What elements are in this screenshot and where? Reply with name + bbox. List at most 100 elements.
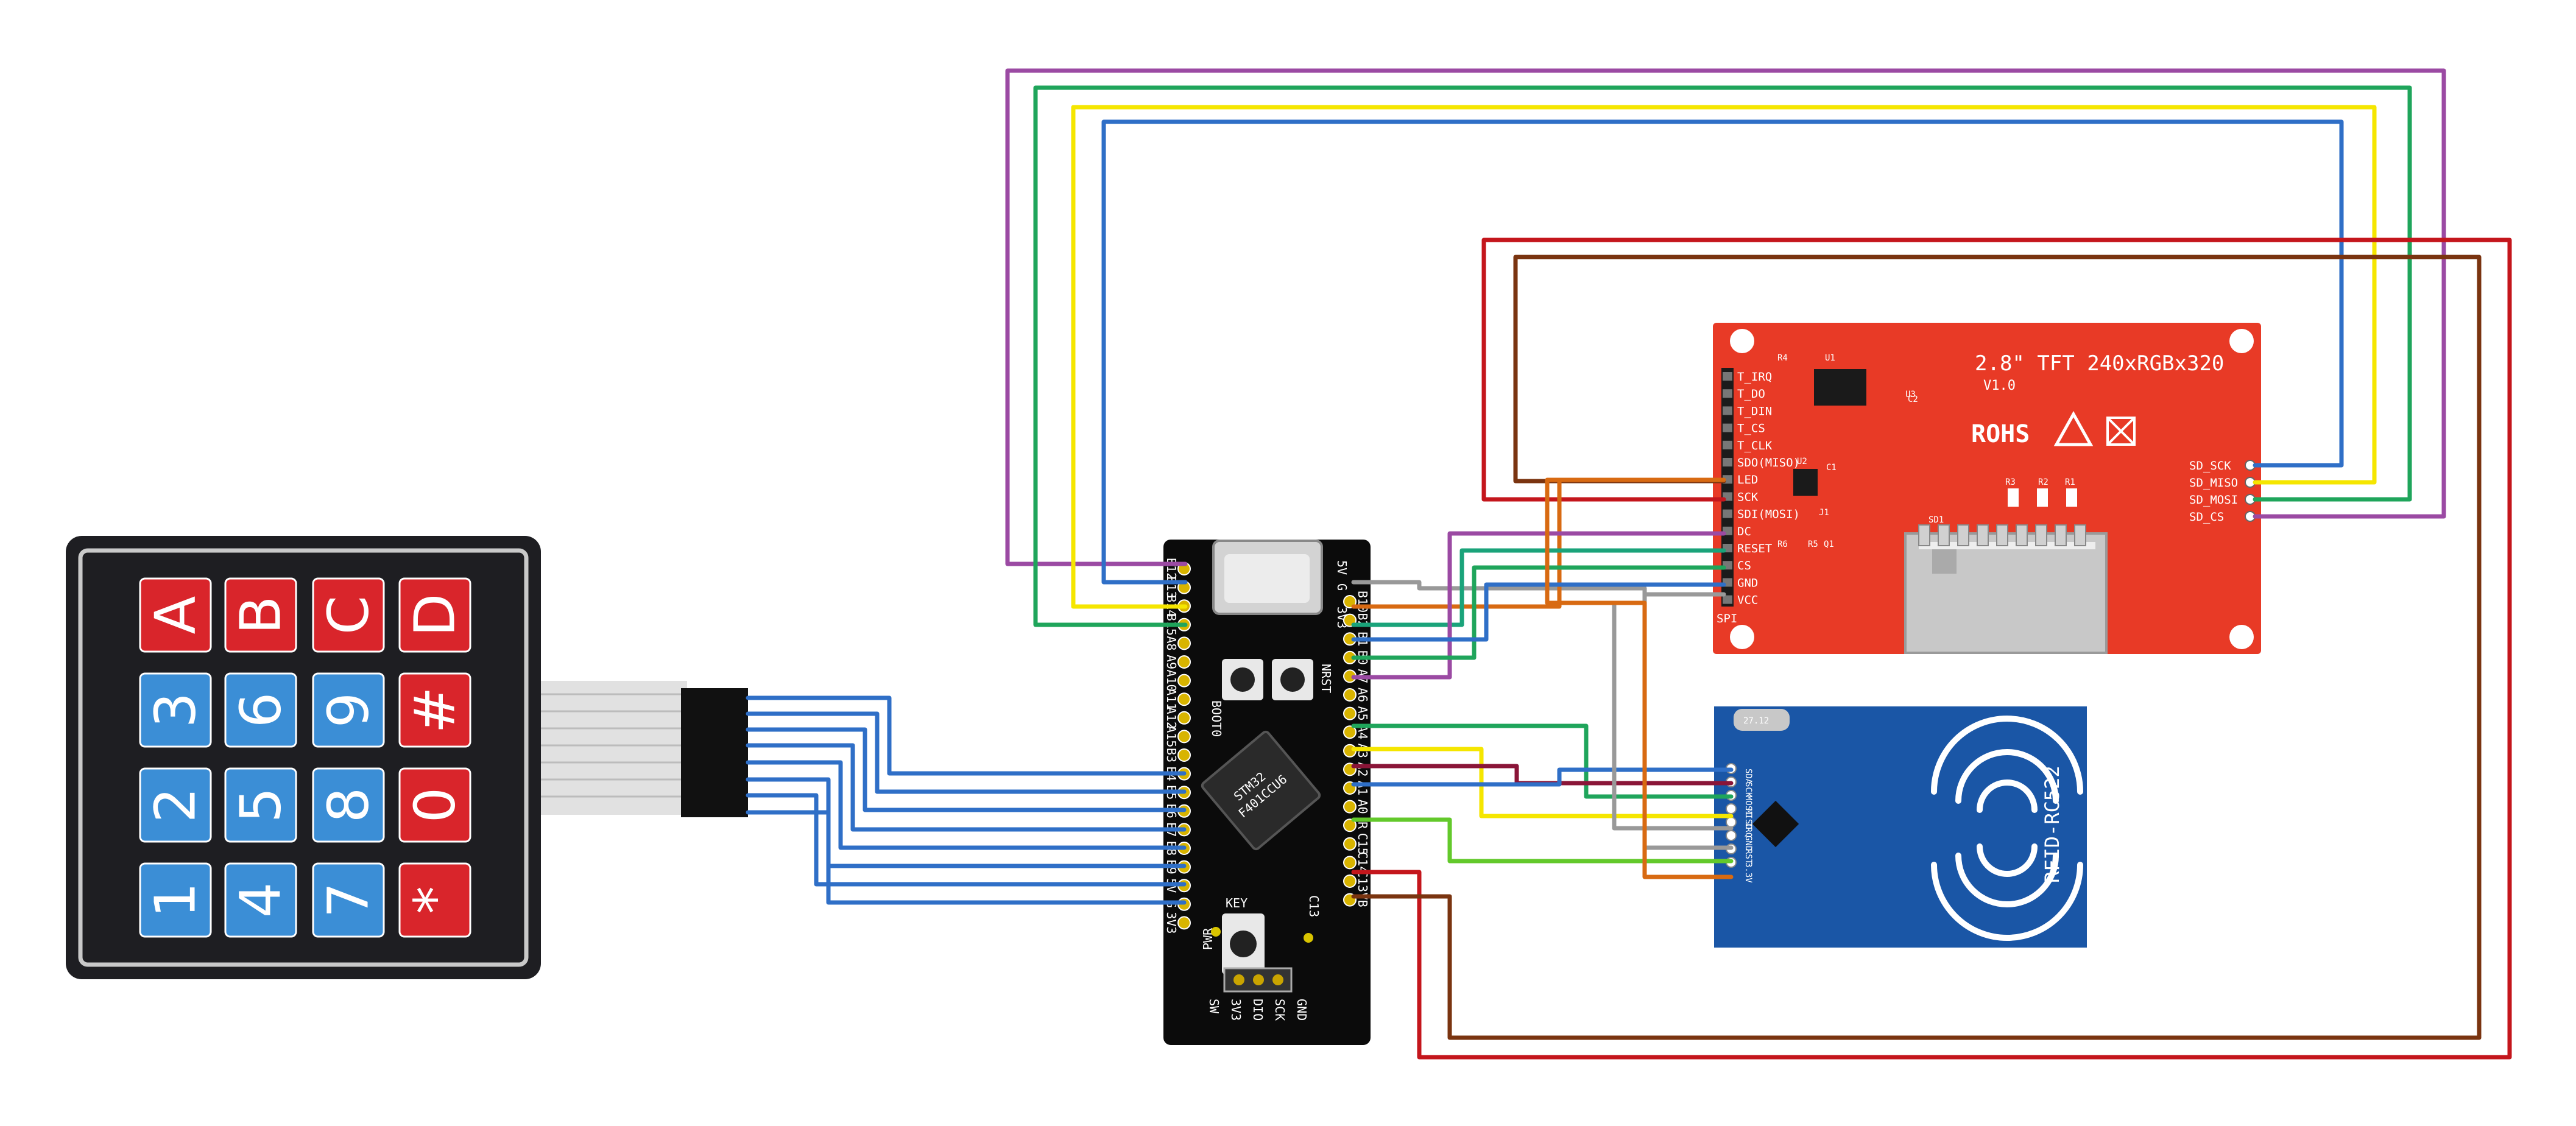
lcd-pin bbox=[1723, 458, 1732, 466]
lcd-pin bbox=[1723, 389, 1732, 398]
key-star[interactable]: * bbox=[398, 862, 471, 938]
mcu-pin-label: C14 bbox=[1355, 851, 1370, 873]
mcu-pin-label: A12 bbox=[1164, 707, 1179, 729]
key-label: 0 bbox=[403, 787, 468, 823]
mcu-pin-r bbox=[1343, 818, 1357, 832]
wire-lcd-reset bbox=[1351, 565, 1726, 660]
mcu-pin-a15 bbox=[1177, 730, 1191, 744]
lcd-pin-header bbox=[1721, 368, 1734, 607]
key-a[interactable]: A bbox=[139, 577, 212, 653]
rohs-label: ROHS bbox=[1971, 420, 2030, 448]
rfid-pin-miso bbox=[1726, 803, 1737, 814]
tft-lcd-module: 2.8" TFT 240xRGBx320 V1.0 ROHS U1U2U3C1C… bbox=[1713, 323, 2261, 654]
mcu-pin-label: A15 bbox=[1164, 725, 1179, 747]
wire-rfid-3v3 bbox=[1545, 477, 1734, 879]
mcu-pin-a12 bbox=[1177, 711, 1191, 725]
lcd-pin-label: T_IRQ bbox=[1737, 370, 1772, 384]
mcu-pin-label: A10 bbox=[1164, 670, 1179, 692]
wire-lcd-led-vcc bbox=[1351, 238, 2512, 1060]
sd-pin-label: SD_SCK bbox=[2189, 459, 2231, 473]
key-label: C bbox=[316, 596, 381, 635]
mcu-pin-a5 bbox=[1343, 706, 1357, 720]
key-6[interactable]: 6 bbox=[224, 672, 297, 748]
sd-pin-label: SD_CS bbox=[2189, 510, 2224, 524]
mcu-top-label: 5V bbox=[1335, 560, 1349, 575]
weee-icon bbox=[2106, 417, 2136, 446]
lcd-pin-label: T_DIN bbox=[1737, 404, 1772, 418]
key-7[interactable]: 7 bbox=[312, 862, 385, 938]
lcd-component-label: R4 bbox=[1777, 353, 1788, 363]
mcu-pin-label: A11 bbox=[1164, 688, 1179, 710]
mcu-pin-a11 bbox=[1177, 692, 1191, 706]
key-label: 8 bbox=[316, 787, 381, 823]
lcd-component-label: R3 bbox=[2005, 477, 2016, 487]
swd-label: SCK bbox=[1272, 999, 1287, 1021]
wire-lcd-sdo bbox=[1351, 255, 2482, 1040]
lcd-version: V1.0 bbox=[1983, 378, 2016, 393]
lcd-component-label: J1 bbox=[1819, 508, 1829, 518]
mcu-pin-a0 bbox=[1343, 800, 1357, 814]
lcd-component-label: SD1 bbox=[1928, 515, 1944, 525]
mcu-pin-label: A6 bbox=[1355, 688, 1370, 702]
key-0[interactable]: 0 bbox=[398, 767, 471, 843]
key-label: # bbox=[403, 686, 468, 733]
wire-sd-mosi bbox=[1033, 85, 2412, 627]
key-b[interactable]: B bbox=[224, 577, 297, 653]
key-4[interactable]: 4 bbox=[224, 862, 297, 938]
mcu-pin-c14 bbox=[1343, 856, 1357, 870]
lcd-chip-u2 bbox=[1793, 469, 1818, 496]
rfid-pin-label: SDA bbox=[1743, 769, 1753, 784]
key-label: KEY bbox=[1226, 896, 1247, 910]
lcd-component-label: R5 bbox=[1808, 540, 1818, 549]
boot0-label: BOOT0 bbox=[1209, 700, 1224, 737]
mcu-pin-a6 bbox=[1343, 688, 1357, 702]
lcd-pin-label: T_DO bbox=[1737, 387, 1765, 401]
key-label: 5 bbox=[228, 787, 294, 823]
sd-pin-label: SD_MOSI bbox=[2189, 493, 2238, 507]
key-label: 4 bbox=[228, 882, 294, 918]
mcu-pin-label: 3V3 bbox=[1164, 912, 1179, 934]
lcd-component-label: U2 bbox=[1797, 457, 1807, 466]
key-label: 2 bbox=[143, 787, 208, 823]
mcu-pin-a9 bbox=[1177, 655, 1191, 669]
key-5[interactable]: 5 bbox=[224, 767, 297, 843]
lcd-pin-label: SDO(MISO) bbox=[1737, 456, 1800, 470]
swd-label: GND bbox=[1294, 999, 1309, 1021]
swd-label: 3V3 bbox=[1229, 999, 1243, 1021]
rfid-crystal bbox=[1734, 709, 1790, 731]
key-8[interactable]: 8 bbox=[312, 767, 385, 843]
rfid-rc522-module: 27.12 RFID-RC522 SDASCKMOSIMISOIRQGNDRST… bbox=[1714, 706, 2087, 948]
wire-sd-miso bbox=[1071, 105, 2377, 609]
key-d[interactable]: D bbox=[398, 577, 471, 653]
mcu-pin-a8 bbox=[1177, 636, 1191, 650]
wire-keypad-2 bbox=[746, 711, 1187, 794]
lcd-pin-label: GND bbox=[1737, 576, 1758, 589]
wire-lcd-mosi bbox=[1351, 531, 1726, 680]
key-1[interactable]: 1 bbox=[139, 862, 212, 938]
wire-keypad-8 bbox=[746, 810, 1187, 905]
wire-rfid-sck bbox=[1351, 764, 1734, 786]
key-c[interactable]: C bbox=[312, 577, 385, 653]
rfid-pin-label: MOSI bbox=[1743, 795, 1753, 816]
lcd-pin bbox=[1723, 509, 1732, 518]
crystal-label: 27.12 bbox=[1743, 716, 1769, 726]
lcd-component-label: C1 bbox=[1826, 463, 1837, 473]
key-9[interactable]: 9 bbox=[312, 672, 385, 748]
key-label: B bbox=[228, 596, 294, 634]
key-label: A bbox=[143, 596, 208, 634]
key-2[interactable]: 2 bbox=[139, 767, 212, 843]
key-3[interactable]: 3 bbox=[139, 672, 212, 748]
mcu-pin-b3 bbox=[1177, 748, 1191, 762]
lcd-component-label: R2 bbox=[2038, 477, 2048, 487]
key-hash[interactable]: # bbox=[398, 672, 471, 748]
wire-lcd-sck bbox=[1351, 477, 1726, 609]
mcu-pin-label: C15 bbox=[1355, 833, 1370, 855]
mcu-pin-3v3 bbox=[1177, 916, 1191, 930]
lcd-component-label: U1 bbox=[1825, 353, 1835, 363]
esd-warning-icon bbox=[2053, 410, 2094, 446]
mcu-pin-a4 bbox=[1343, 725, 1357, 739]
lcd-pin-label: SCK bbox=[1737, 490, 1759, 504]
swd-label: DIO bbox=[1251, 999, 1265, 1021]
lcd-pin-label: VCC bbox=[1737, 594, 1758, 607]
